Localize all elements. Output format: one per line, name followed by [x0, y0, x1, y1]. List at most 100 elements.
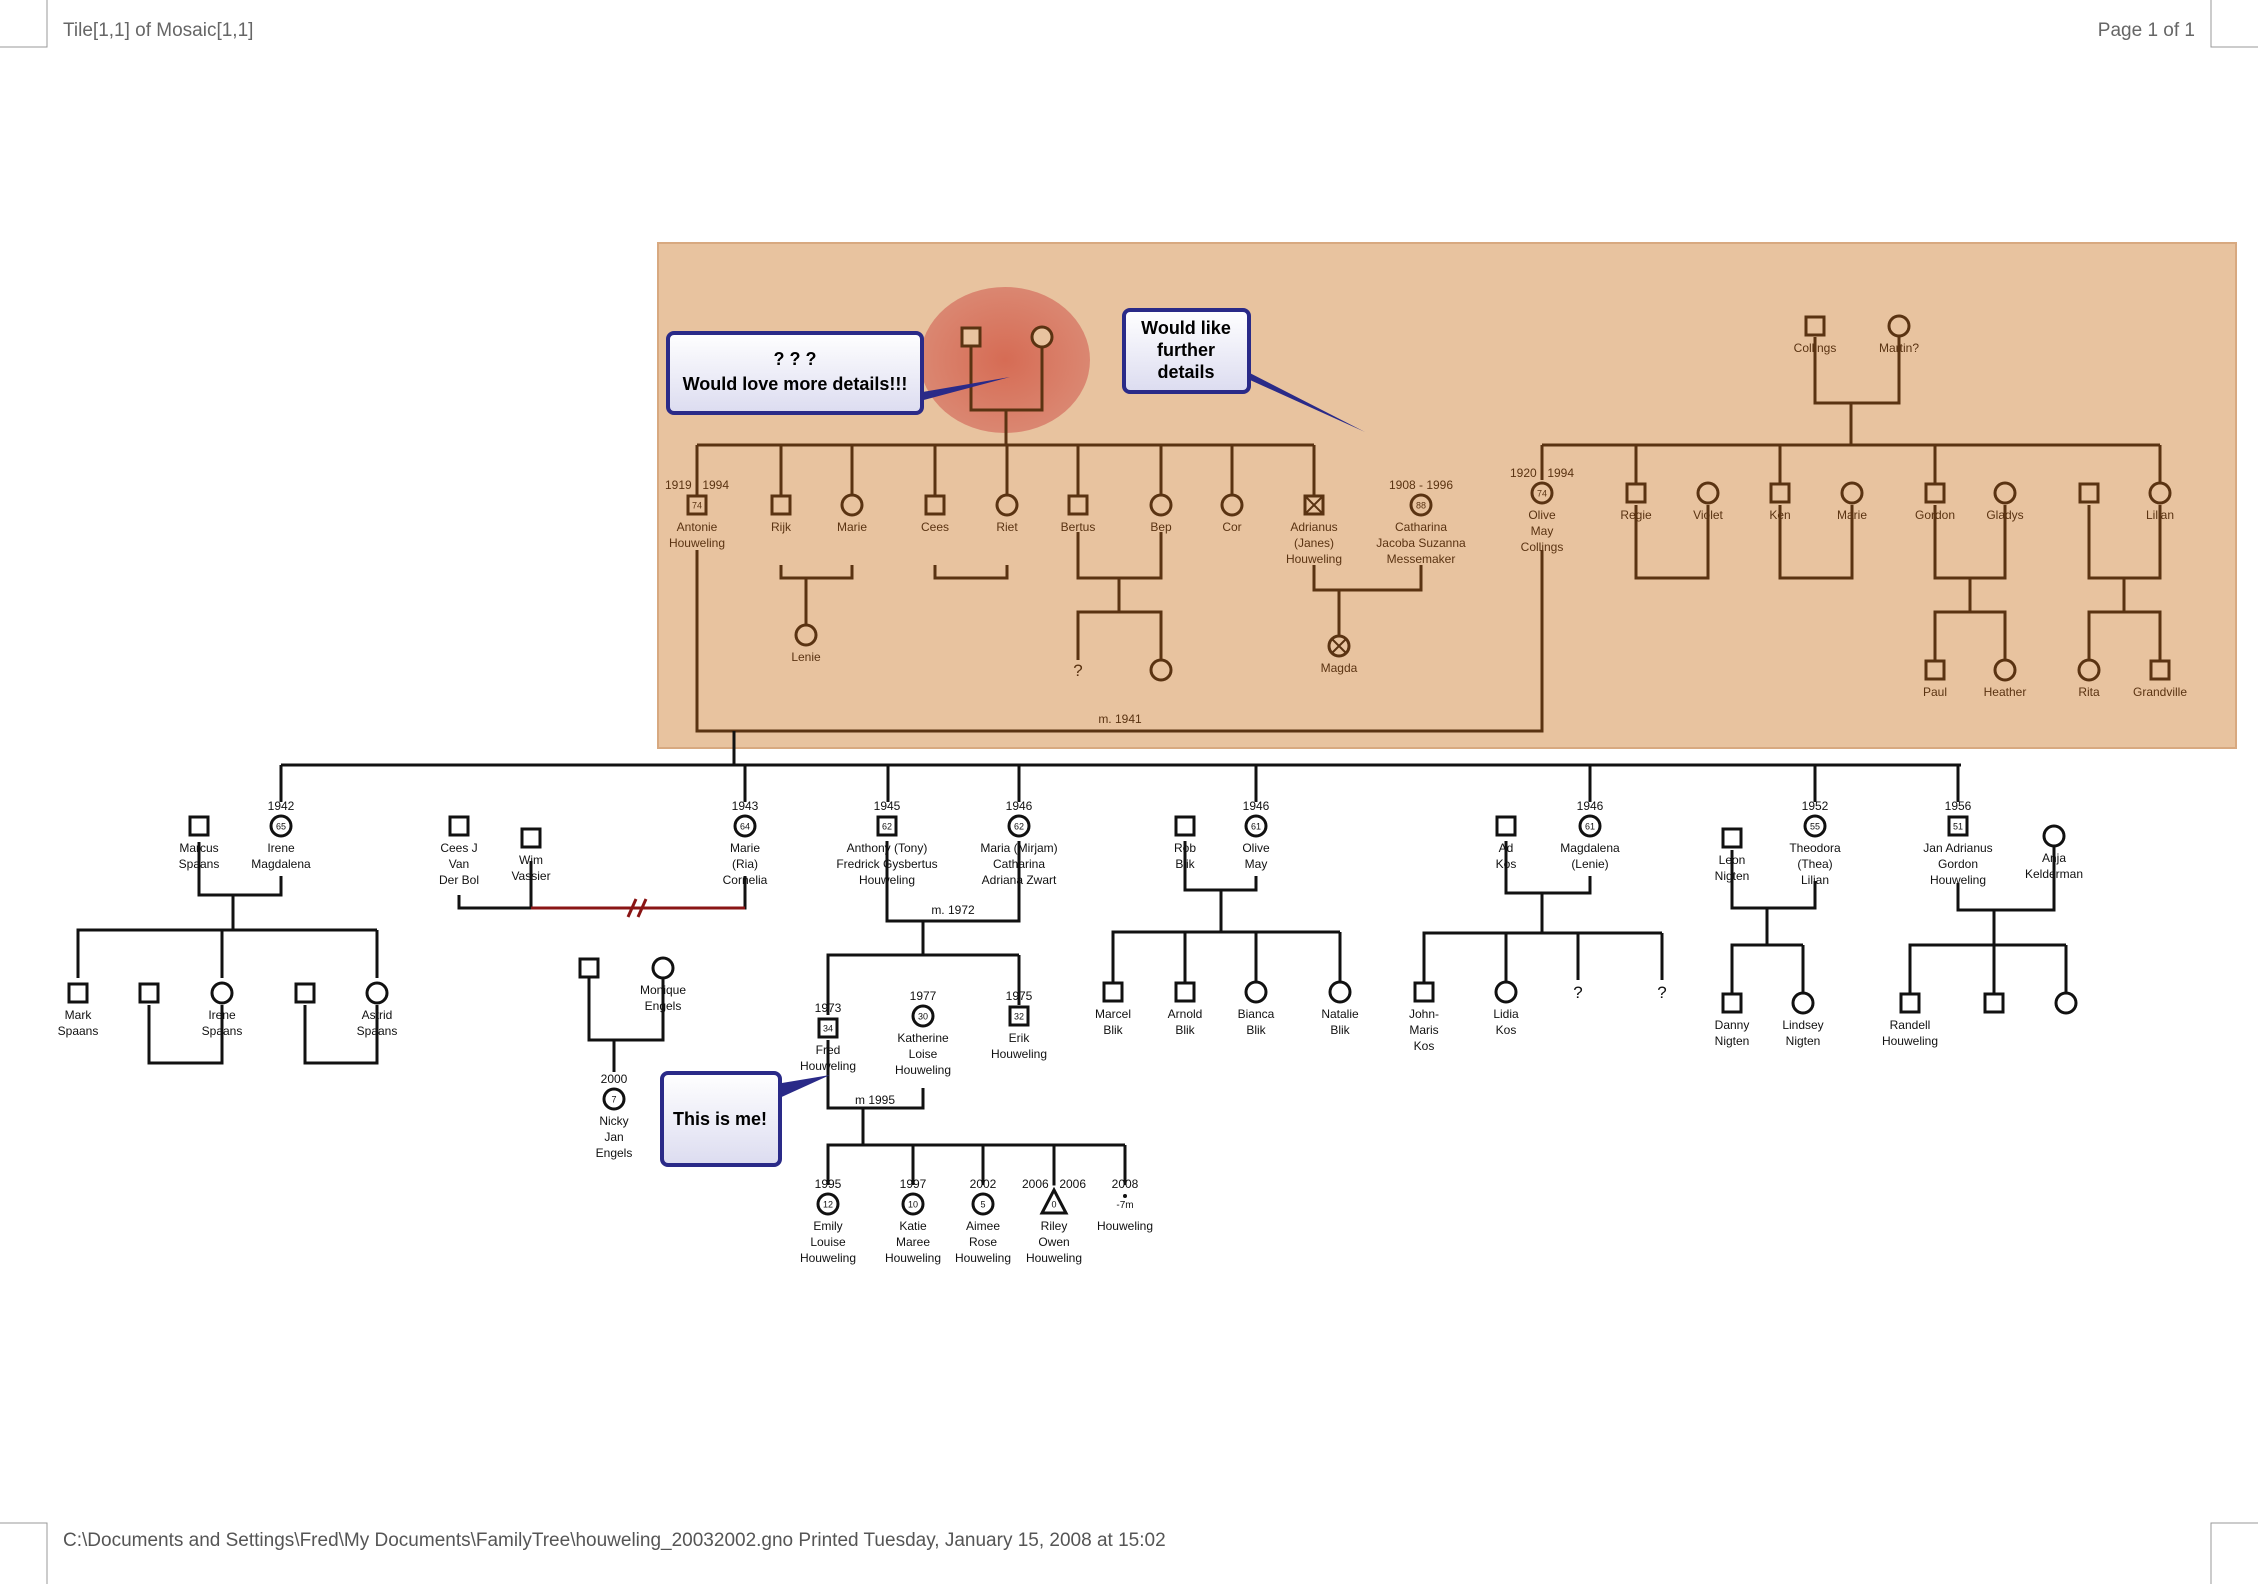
life-dates: 1942 [268, 799, 295, 813]
person-bertus_dau [1149, 658, 1173, 682]
male-symbol [1983, 992, 2005, 1014]
deceased-mark [1331, 638, 1347, 654]
person-name-line: Fredrick Gysbertus [836, 857, 937, 871]
life-dates: 1952 [1802, 799, 1829, 813]
age-badge: 34 [823, 1024, 833, 1034]
age-badge: 5 [980, 1200, 985, 1210]
person-name-line: Maris [1409, 1023, 1438, 1037]
person-name-line: Rob [1174, 841, 1196, 855]
person-name-line: Gordon [1938, 857, 1978, 871]
female-symbol [1993, 481, 2017, 505]
female-symbol [269, 814, 293, 838]
person-name-line: Catharina [993, 857, 1045, 871]
callout-unknown-parents: ? ? ? Would love more details!!! [666, 331, 1010, 415]
person-name-line: Monique [640, 983, 686, 997]
life-dates: 1920 - 1994 [1510, 466, 1574, 480]
male-symbol [1008, 1005, 1030, 1027]
person-name-line: (Thea) [1797, 857, 1832, 871]
female-symbol [602, 1087, 626, 1111]
person-rita: Rita [2077, 658, 2101, 699]
person-unk_f [1030, 325, 1054, 349]
person-name-line: Antonie [677, 520, 718, 534]
person-name-line: Martin? [1879, 341, 1919, 355]
age-badge: 51 [1953, 822, 1963, 832]
person-name-line: Houweling [895, 1063, 951, 1077]
female-symbol [1840, 481, 1864, 505]
person-name-line: Houweling [1097, 1219, 1153, 1233]
person-name-line: Kos [1496, 1023, 1517, 1037]
person-name-line: Engels [596, 1146, 633, 1160]
person-name-line: Jan Adrianus [1923, 841, 1992, 855]
person-name-line: Lilian [2146, 508, 2174, 522]
person-name-line: Jacoba Suzanna [1376, 536, 1466, 550]
female-symbol [733, 814, 757, 838]
person-name-line: Collings [1794, 341, 1837, 355]
person-name-line: Aimee [966, 1219, 1000, 1233]
age-badge: 32 [1014, 1012, 1024, 1022]
age-badge: 88 [1416, 501, 1426, 511]
life-dates: 2002 [970, 1177, 997, 1191]
female-symbol [1696, 481, 1720, 505]
person-astrid_h [294, 982, 316, 1004]
male-symbol [1174, 815, 1196, 837]
person-lenie: Lenie [791, 623, 821, 664]
person-name-line: Irene [208, 1008, 236, 1022]
female-symbol [1220, 493, 1244, 517]
person-lilian: Lilian [2146, 481, 2174, 522]
person-name-line: Grandville [2133, 685, 2187, 699]
person-name-line: Mark [65, 1008, 93, 1022]
male-symbol [1413, 981, 1435, 1003]
person-name-line: Houweling [859, 873, 915, 887]
ancestor-highlight-box [657, 242, 2237, 749]
person-name-line: Katherine [897, 1031, 949, 1045]
life-dates: 1919 - 1994 [665, 478, 729, 492]
person-name-line: Adriana Zwart [982, 873, 1057, 887]
life-dates: 1995 [815, 1177, 842, 1191]
person-regie: Regie [1620, 482, 1652, 522]
person-name-line: (Lenie) [1571, 857, 1608, 871]
callout-further-line1: Would like [1141, 318, 1231, 338]
life-dates: 1956 [1945, 799, 1972, 813]
person-riet: Riet [995, 493, 1019, 534]
female-symbol [1244, 980, 1268, 1004]
female-symbol [794, 623, 818, 647]
person-ken: Ken [1769, 482, 1791, 522]
person-name-line: Houweling [669, 536, 725, 550]
person-martin: Martin? [1879, 314, 1919, 355]
male-symbol [1924, 482, 1946, 504]
life-dates: 1946 [1577, 799, 1604, 813]
female-symbol [1791, 991, 1815, 1015]
person-name-line: Ken [1769, 508, 1790, 522]
female-symbol [840, 493, 864, 517]
person-rijk: Rijk [770, 494, 792, 534]
person-name-line: Rita [2078, 685, 2100, 699]
male-symbol [686, 494, 708, 516]
page-label: Page 1 of 1 [2097, 20, 2195, 41]
person-name-line: Magda [1321, 661, 1358, 675]
person-name-line: Kos [1496, 857, 1517, 871]
person-adrianus: Adrianus(Janes)Houweling [1286, 494, 1342, 566]
life-dates: 1943 [732, 799, 759, 813]
person-paul: Paul [1923, 659, 1947, 699]
person-name-line: Lenie [791, 650, 821, 664]
person-jan_d1 [2054, 991, 2078, 1015]
female-symbol [1030, 325, 1054, 349]
person-marie_g1: Marie [837, 493, 867, 534]
person-name-line: Marie [837, 520, 867, 534]
person-name-line: May [1531, 524, 1554, 538]
person-violet: Violet [1693, 481, 1724, 522]
